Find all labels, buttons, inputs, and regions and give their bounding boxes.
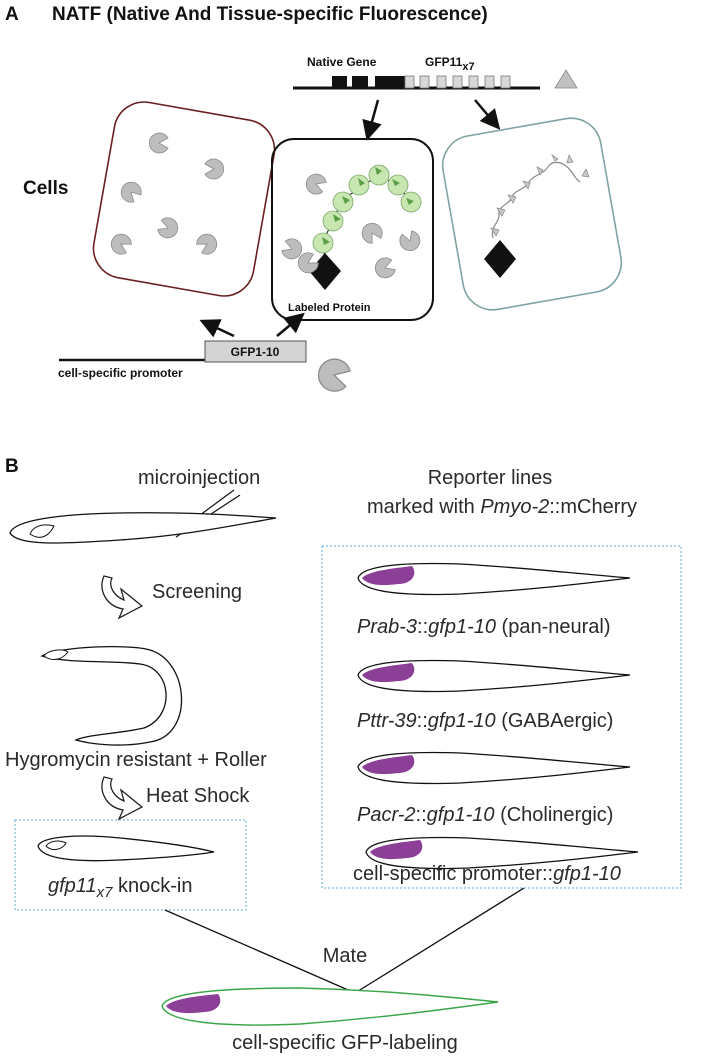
knockin-label: gfp11x7 knock-in [48,875,192,901]
screening-arrow-icon [101,575,144,620]
pacman-icon [314,354,353,395]
mate-line-left [164,909,356,994]
hygromycin-label: Hygromycin resistant + Roller [5,749,267,771]
panel-b-label: B [5,456,19,477]
reporter-line-3: Pacr-2::gfp1-10 (Cholinergic) [357,804,613,826]
promoter-label: cell-specific promoter [58,366,183,380]
native-gene-construct [293,69,578,90]
mate-line-right [354,887,525,994]
knockin-box [14,819,247,911]
reporter-line-1: Prab-3::gfp1-10 (pan-neural) [357,616,611,638]
reporter-worm-3 [357,751,631,785]
reporter-subtitle: marked with Pmyo-2::mCherry [367,496,637,518]
reporter-line-4: cell-specific promoter::gfp1-10 [353,863,621,885]
native-gene-label: Native Gene [307,55,377,69]
worm-gfp-labeled [161,987,499,1026]
gfp1-10-box [204,340,307,363]
worm-injected [9,512,277,544]
protein-diamond [309,253,341,290]
labeled-protein-label: Labeled Protein [288,302,371,314]
reporter-worm-1 [357,562,631,596]
reporter-worm-2 [357,659,631,693]
reporter-box [321,545,682,889]
cell-labeled [271,138,434,321]
labeled-chain [309,164,422,290]
arrow-to-cell2 [276,312,305,337]
gfp1-10-pacmen [107,132,225,258]
cell-gfp11-only [441,117,623,311]
triangle-icon [554,69,578,89]
protein-diamond-2 [484,240,516,278]
result-label: cell-specific GFP-labeling [232,1032,458,1054]
reporter-worm-4 [365,836,639,870]
reporter-line-2: Pttr-39::gfp1-10 (GABAergic) [357,710,613,732]
reporter-title: Reporter lines [428,467,553,489]
panel-a-label: A [5,4,19,25]
heat-shock-arrow-icon [101,776,144,821]
arrow-to-gfp11-cell [474,99,501,130]
gfp11-label: GFP11x7 [425,55,475,73]
arrow-to-labeled [362,99,382,141]
heat-shock-label: Heat Shock [146,785,250,807]
gfp1-10-label: GFP1-10 [231,345,280,359]
arrow-to-cell1 [199,319,235,338]
mate-label: Mate [323,945,367,967]
microinjection-label: microinjection [138,467,260,489]
cells-label: Cells [23,178,68,199]
worm-roller [40,645,183,746]
panel-a-title: NATF (Native And Tissue-specific Fluores… [52,4,488,25]
worm-knockin [37,835,215,862]
cell-gfp1-10-only [92,101,276,297]
screening-label: Screening [152,581,242,603]
gfp11-chain [484,153,590,278]
